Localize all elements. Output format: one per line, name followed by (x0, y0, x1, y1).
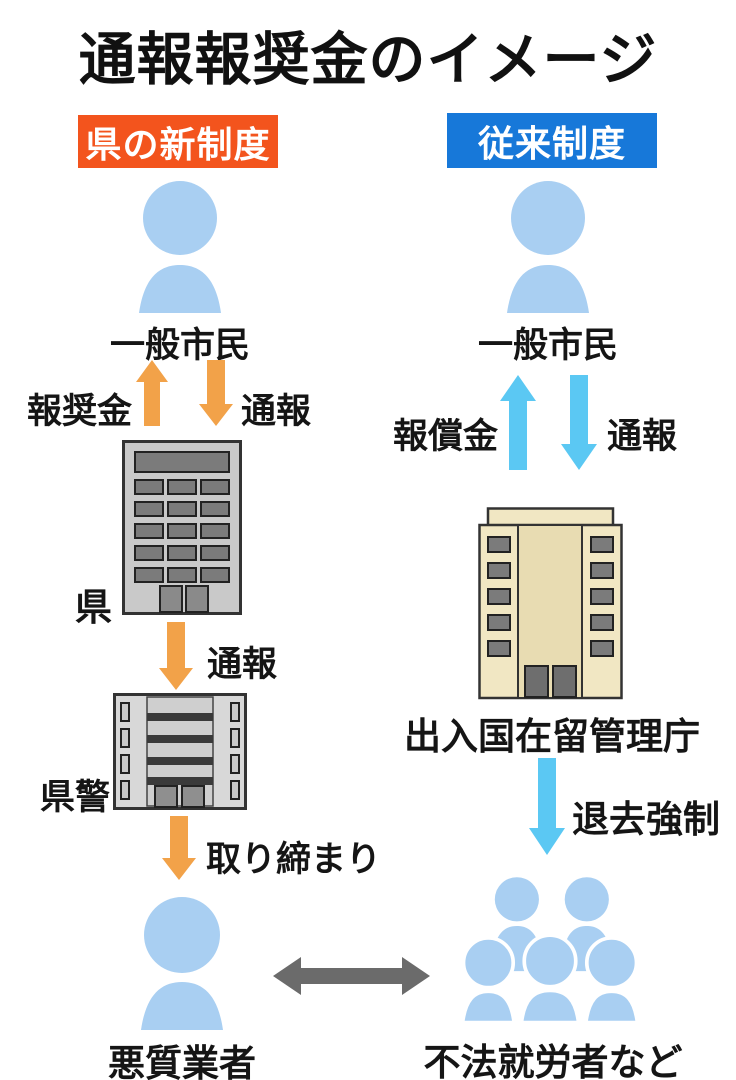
reward-up-arrow-icon (136, 360, 168, 426)
new-system-header: 県の新制度 (78, 115, 278, 168)
old-system-header: 従来制度 (447, 113, 657, 168)
double-headed-arrow-icon (273, 957, 430, 995)
workers-group-icon (460, 877, 640, 1025)
citizen-label-left: 一般市民 (109, 326, 250, 365)
report-down-arrow2-icon (159, 622, 193, 690)
deportation-label: 退去強制 (572, 799, 720, 840)
crackdown-label: 取り締まり (206, 840, 382, 879)
agency-label: 出入国在留管理庁 (404, 716, 700, 757)
prefecture-label: 県 (75, 587, 112, 628)
report-label-right: 通報 (607, 417, 678, 456)
report-down-arrow-right-icon (561, 375, 597, 470)
business-person-icon (141, 897, 223, 1030)
workers-label: 不法就労者など (423, 1042, 683, 1080)
police-building-icon (113, 693, 247, 810)
citizen-label-right: 一般市民 (477, 326, 618, 365)
compensation-label: 報償金 (392, 417, 498, 456)
reward-label-left: 報奨金 (26, 392, 132, 431)
citizen-person-icon-right (507, 181, 589, 313)
page-title: 通報報奨金のイメージ (78, 28, 658, 92)
police-label: 県警 (39, 778, 110, 817)
report-label-left: 通報 (241, 392, 312, 431)
citizen-person-icon (139, 181, 221, 313)
prefecture-building-icon (122, 440, 242, 615)
compensation-up-arrow-icon (500, 375, 536, 470)
business-label: 悪質業者 (108, 1043, 256, 1080)
deportation-down-arrow-icon (529, 758, 565, 855)
immigration-agency-building-icon (478, 507, 623, 700)
report2-label-left: 通報 (207, 645, 278, 684)
crackdown-down-arrow-icon (162, 816, 196, 880)
report-down-arrow-icon (199, 360, 233, 426)
